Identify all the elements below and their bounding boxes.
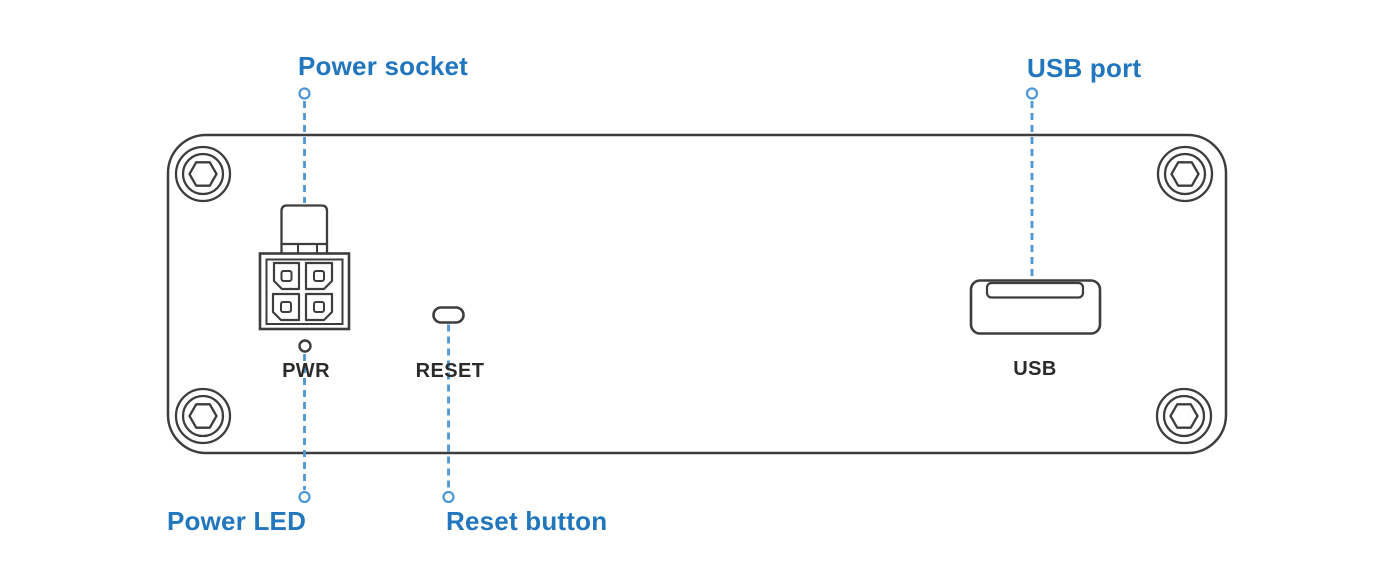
power-socket-connector (258, 204, 351, 331)
leader-usb-port (1025, 87, 1039, 278)
power-led-indicator-icon (298, 339, 312, 353)
panel-label-pwr: PWR (282, 360, 330, 382)
reset-pinhole-icon (432, 306, 465, 324)
connector-pin (272, 261, 301, 291)
device-panel-outline (166, 133, 1228, 455)
leader-reset-button (442, 324, 455, 504)
connector-pin (271, 292, 301, 322)
connector-body (258, 252, 351, 331)
connector-pin (304, 292, 334, 322)
usb-tongue (985, 281, 1085, 299)
connector-pin (304, 261, 334, 291)
usb-port-connector (969, 279, 1102, 335)
panel-label-usb: USB (1013, 358, 1057, 380)
connector-latch-tab (280, 204, 329, 246)
leader-power-led (298, 354, 311, 504)
panel-label-reset: RESET (415, 360, 485, 382)
callout-usb-port: USB port (1027, 53, 1142, 83)
callout-reset-button: Reset button (446, 506, 608, 536)
leader-power-socket (298, 87, 311, 203)
callout-power-led: Power LED (167, 506, 307, 536)
callout-power-socket: Power socket (298, 51, 469, 81)
